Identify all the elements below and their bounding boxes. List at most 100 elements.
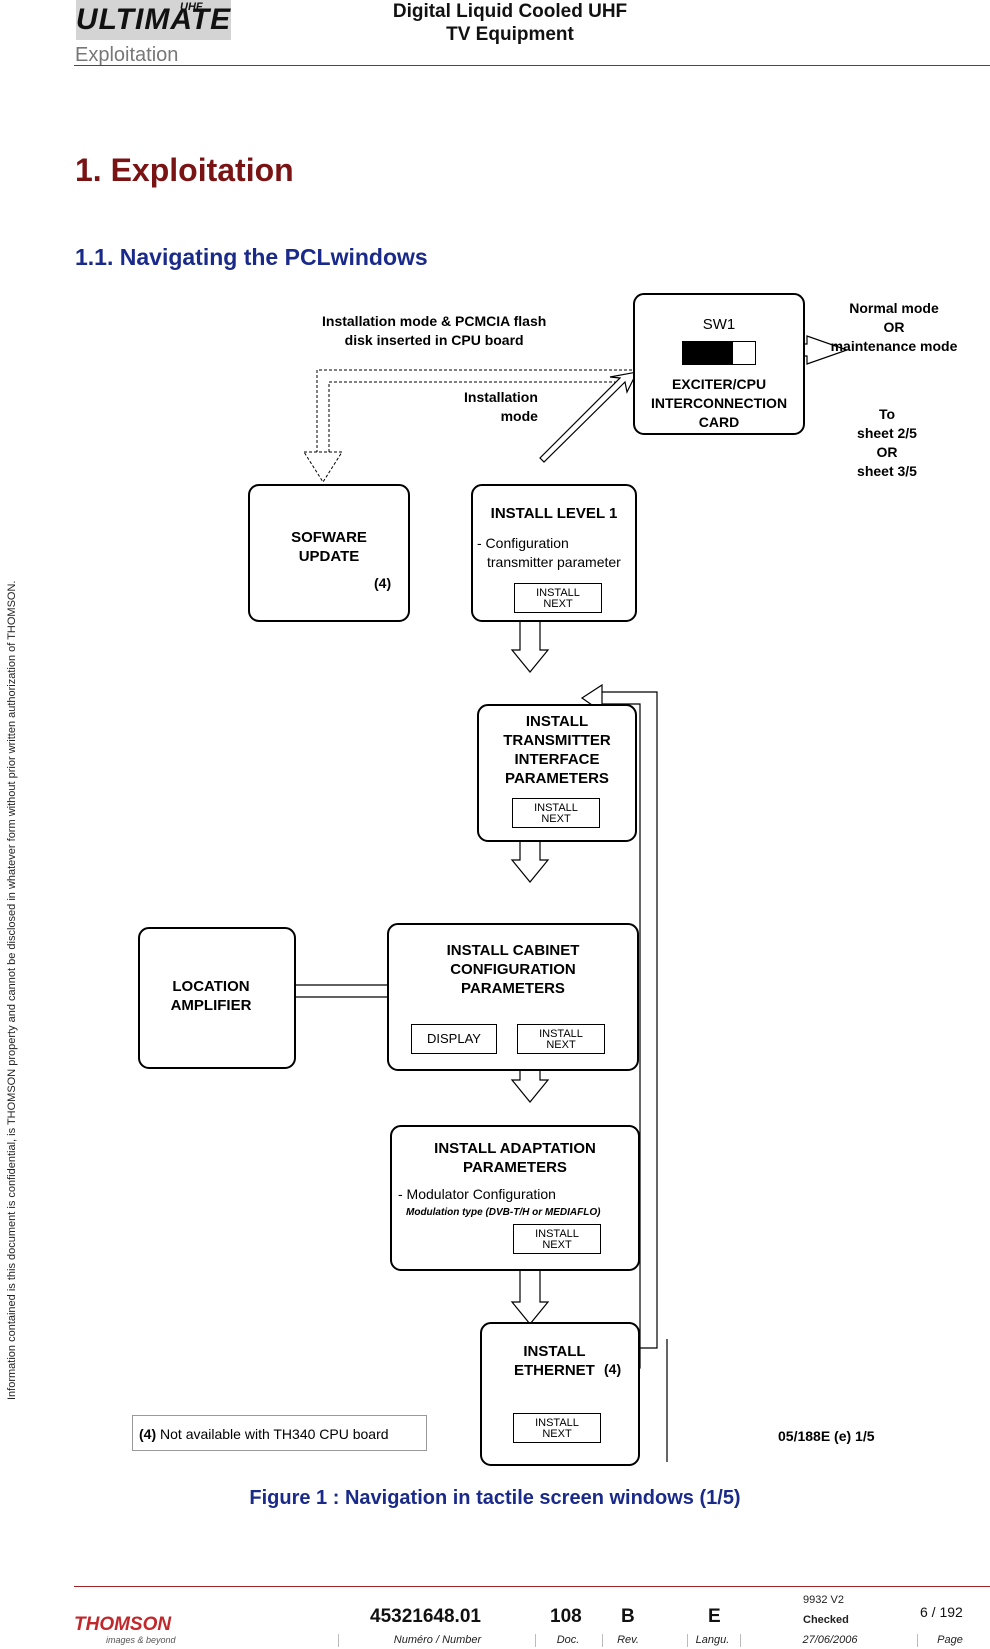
footer-label-page: Page	[937, 1634, 963, 1646]
eth-line2: ETHERNET	[514, 1362, 595, 1379]
footer-checked: Checked	[803, 1614, 849, 1626]
footnote-box: (4) Not available with TH340 CPU board	[132, 1415, 427, 1451]
navigation-diagram: Installation mode & PCMCIA flash disk in…	[132, 292, 974, 1466]
adapt-line3: - Modulator Configuration	[398, 1186, 556, 1202]
header-section: Exploitation	[75, 44, 179, 66]
to-line2: sheet 2/5	[857, 425, 917, 441]
btn3-install: INSTALL	[539, 1028, 583, 1040]
footnote-marker: (4)	[139, 1426, 157, 1442]
footer-rev: B	[621, 1606, 635, 1627]
level1-line1: - Configuration	[477, 535, 569, 551]
footer-sep-6	[917, 1634, 918, 1647]
tx-line2: TRANSMITTER	[503, 732, 611, 749]
label-pcmcia: Installation mode & PCMCIA flash disk in…	[322, 312, 546, 350]
header-divider	[74, 65, 990, 66]
normal-line3: maintenance mode	[830, 338, 958, 354]
install-transmitter-box: INSTALL TRANSMITTER INTERFACE PARAMETERS…	[477, 704, 637, 842]
adapt-line2: PARAMETERS	[463, 1159, 567, 1176]
to-line4: sheet 3/5	[857, 463, 917, 479]
dashed-arrowhead-software	[303, 451, 343, 483]
footer-lang: E	[708, 1606, 721, 1627]
sw1-switch-position	[683, 342, 733, 364]
location-amplifier-box: LOCATION AMPLIFIER	[138, 927, 296, 1069]
location-line1: LOCATION	[172, 978, 250, 995]
footer-date: 27/06/2006	[802, 1634, 858, 1646]
dashed-arrow-software-inner	[328, 381, 642, 452]
dashed-arrow-software	[316, 369, 642, 452]
tx-line1: INSTALL	[525, 713, 589, 730]
header-title-line2: TV Equipment	[446, 24, 574, 45]
install-cabinet-box: INSTALL CABINET CONFIGURATION PARAMETERS…	[387, 923, 639, 1071]
logo-uhf: UHF	[180, 1, 203, 13]
btn4-next: NEXT	[542, 1239, 572, 1251]
footer-sep-3	[602, 1634, 603, 1647]
install-adaptation-box: INSTALL ADAPTATION PARAMETERS - Modulato…	[390, 1125, 640, 1271]
transmitter-label: INSTALL TRANSMITTER INTERFACE PARAMETERS	[479, 712, 635, 788]
label-pcmcia-line2: disk inserted in CPU board	[344, 332, 524, 348]
software-update-label: SOFWARE UPDATE	[250, 528, 408, 566]
label-normal-mode: Normal mode OR maintenance mode	[824, 299, 964, 356]
btn4-install: INSTALL	[535, 1228, 579, 1240]
label-installation-line2: mode	[500, 408, 538, 424]
install-next-button-4[interactable]: INSTALL NEXT	[513, 1224, 601, 1254]
header-title-line1: Digital Liquid Cooled UHF	[392, 1, 628, 22]
heading-exploitation: 1. Exploitation	[75, 152, 294, 188]
logo-text: ULTIMATE	[75, 3, 232, 36]
exciter-box: SW1 EXCITER/CPU INTERCONNECTION CARD	[633, 293, 805, 435]
label-installation-line1: Installation	[464, 389, 538, 405]
normal-line2: OR	[883, 319, 905, 335]
software-note: (4)	[374, 575, 392, 591]
install-next-button-2[interactable]: INSTALL NEXT	[512, 798, 600, 828]
btn3-next: NEXT	[546, 1039, 576, 1051]
btn1-install: INSTALL	[536, 587, 580, 599]
diagram-connectors	[264, 335, 849, 1462]
adapt-line1: INSTALL ADAPTATION	[434, 1140, 596, 1157]
cabinet-line3: PARAMETERS	[461, 980, 565, 997]
footer-label-rev: Rev.	[617, 1634, 639, 1646]
footer-page: 6 / 192	[920, 1604, 963, 1620]
to-line1: To	[878, 406, 896, 422]
install-next-button-5[interactable]: INSTALL NEXT	[513, 1413, 601, 1443]
footer-number: 45321648.01	[370, 1606, 481, 1627]
footnote-body: Not available with TH340 CPU board	[156, 1426, 389, 1442]
arrow-installation-mode	[539, 371, 639, 463]
normal-line1: Normal mode	[849, 300, 939, 316]
install-level1-box: INSTALL LEVEL 1 - Configuration transmit…	[471, 484, 637, 622]
ultimate-logo: ULTIMATE UHF	[76, 0, 231, 40]
footer-divider	[74, 1586, 990, 1587]
heading-navigating: 1.1. Navigating the PCLwindows	[75, 244, 428, 270]
adaptation-label: INSTALL ADAPTATION PARAMETERS	[392, 1139, 638, 1177]
footer-sep-4	[687, 1634, 688, 1647]
confidential-notice: Information contained is this document i…	[6, 580, 18, 1400]
install-next-button-3[interactable]: INSTALL NEXT	[517, 1024, 605, 1054]
footer-doc: 108	[550, 1606, 582, 1627]
eth-line1: INSTALL	[523, 1343, 586, 1360]
btn2-install: INSTALL	[534, 802, 578, 814]
to-line3: OR	[876, 444, 898, 460]
footer-label-lang: Langu.	[695, 1634, 730, 1646]
figure-caption: Figure 1 : Navigation in tactile screen …	[249, 1487, 741, 1509]
footer-sep-5	[740, 1634, 741, 1647]
btn2-next: NEXT	[541, 813, 571, 825]
footer-sep-2	[535, 1634, 536, 1647]
software-line2: UPDATE	[298, 548, 360, 565]
adapt-line4: Modulation type (DVB-T/H or MEDIAFLO)	[406, 1207, 601, 1218]
ethernet-note: (4)	[604, 1361, 622, 1377]
exciter-label: EXCITER/CPU INTERCONNECTION CARD	[635, 375, 803, 432]
sw1-switch	[682, 341, 756, 365]
cabinet-label: INSTALL CABINET CONFIGURATION PARAMETERS	[389, 941, 637, 998]
software-update-box: SOFWARE UPDATE (4)	[248, 484, 410, 622]
exciter-line1: EXCITER/CPU	[671, 376, 767, 392]
footer-version: 9932 V2	[803, 1594, 844, 1606]
loop-eth-outer	[666, 1339, 668, 1462]
thomson-logo: THOMSON	[74, 1614, 172, 1635]
install-next-button-1[interactable]: INSTALL NEXT	[514, 583, 602, 613]
display-button[interactable]: DISPLAY	[411, 1024, 497, 1054]
level1-line2: transmitter parameter	[487, 554, 621, 570]
cabinet-line1: INSTALL CABINET	[446, 942, 580, 959]
label-installation-mode: Installation mode	[464, 388, 538, 426]
ethernet-label: INSTALL ETHERNET	[514, 1342, 595, 1380]
level1-title: INSTALL LEVEL 1	[490, 505, 618, 522]
btn1-next: NEXT	[543, 598, 573, 610]
software-line1: SOFWARE	[291, 529, 367, 546]
